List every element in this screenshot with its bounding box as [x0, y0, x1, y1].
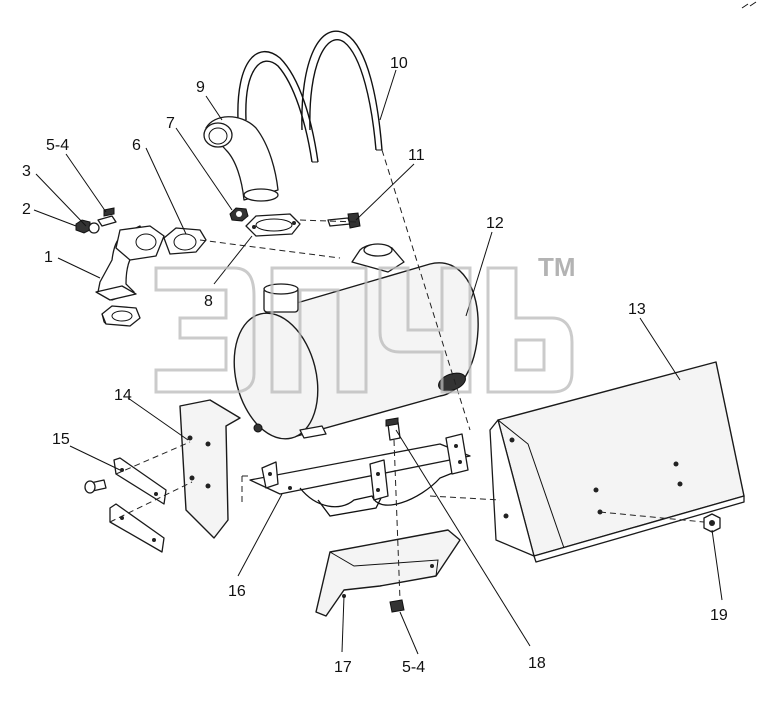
callout-leaders [33, 69, 723, 655]
callout-6: 6 [132, 137, 141, 154]
callout-14: 14 [114, 387, 132, 404]
part-15-plates [84, 457, 167, 553]
part-8-gasket [245, 213, 301, 237]
part-13-cover [489, 361, 745, 563]
callout-labels: 1 2 3 5-4 6 7 8 9 10 11 12 13 14 15 16 1… [22, 55, 728, 676]
corner-mark [741, 1, 757, 9]
part-1-base-flange [101, 305, 141, 327]
part-7-nut [229, 207, 249, 222]
assembly-dashed-lines [109, 149, 705, 601]
part-14-bracket [179, 399, 241, 539]
part-10-hose [237, 30, 383, 163]
callout-1: 1 [44, 249, 53, 266]
callout-13: 13 [628, 301, 646, 318]
part-17-support-bracket [315, 529, 461, 617]
callout-15: 15 [52, 431, 70, 448]
callout-7: 7 [166, 115, 175, 132]
callout-8: 8 [204, 293, 213, 310]
callout-11: 11 [408, 147, 425, 164]
callout-5-4-top: 5-4 [46, 137, 69, 154]
part-18-bolt [385, 417, 401, 441]
callout-17: 17 [334, 659, 352, 676]
callout-18: 18 [528, 655, 546, 672]
callout-16: 16 [228, 583, 246, 600]
part-11-bolt [327, 212, 361, 229]
callout-2: 2 [22, 201, 31, 218]
part-1-flange-pipe [95, 225, 165, 301]
part-5-4-bottom-bolt [389, 599, 405, 613]
part-9-elbow [203, 116, 279, 202]
callout-3: 3 [22, 163, 31, 180]
part-19-nut [703, 513, 721, 533]
callout-5-4-bottom: 5-4 [402, 659, 425, 676]
callout-12: 12 [486, 215, 504, 232]
watermark-logo: TM [154, 252, 576, 394]
part-16-mount-frame [249, 433, 471, 517]
watermark-trademark: TM [538, 252, 576, 282]
callout-19: 19 [710, 607, 728, 624]
part-12-muffler [233, 243, 479, 440]
part-2-3-fasteners [75, 207, 117, 234]
callout-10: 10 [390, 55, 408, 72]
part-6-flange [163, 227, 207, 255]
callout-9: 9 [196, 79, 205, 96]
